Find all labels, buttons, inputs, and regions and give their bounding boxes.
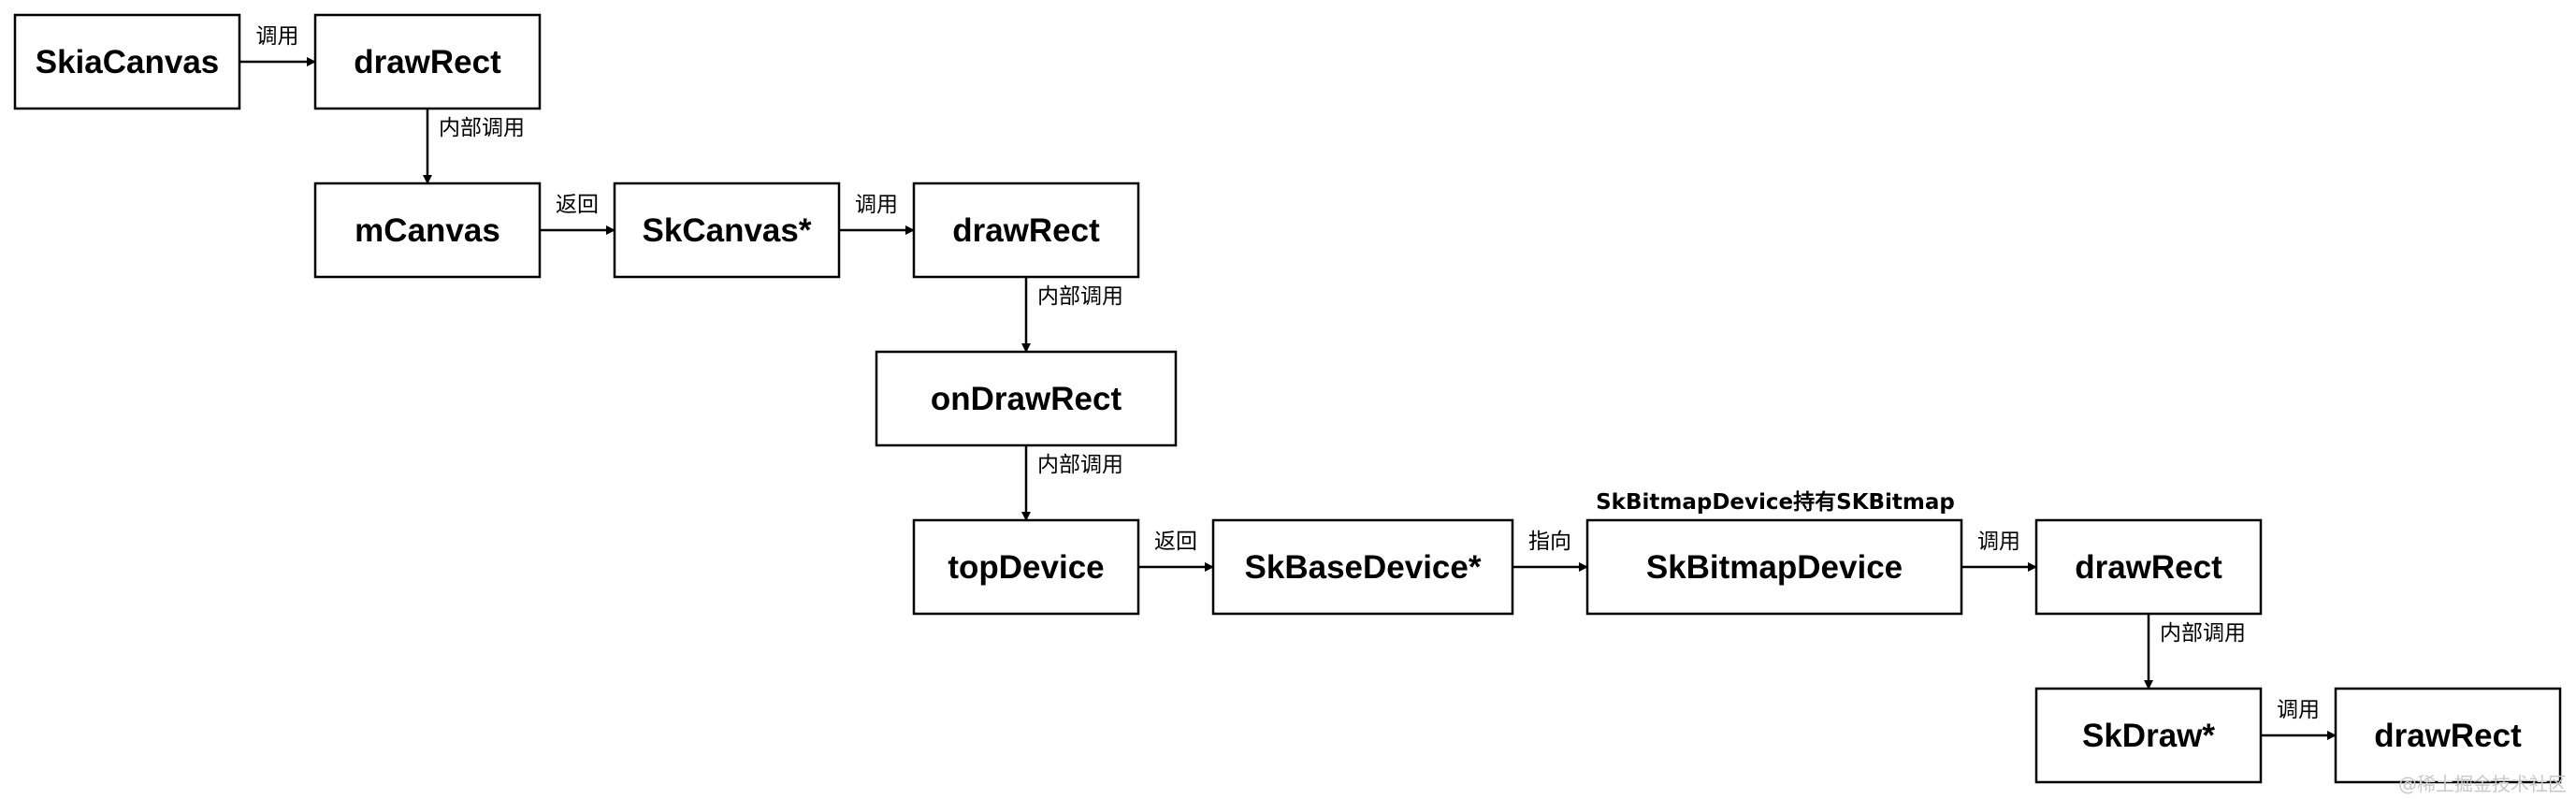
node-drawrect-1: drawRect: [313, 13, 542, 110]
edge-label: 调用: [1977, 530, 2020, 554]
node-label: onDrawRect: [931, 381, 1122, 417]
node-drawrect-4: drawRect: [2334, 687, 2562, 784]
node-drawrect-3: drawRect: [2034, 518, 2263, 616]
edge-skbitmapdevice-to-drawrect-3: 调用: [1961, 530, 2037, 572]
node-skbasedevice: SkBaseDevice*: [1211, 518, 1514, 616]
edges-layer: 调用内部调用返回调用内部调用内部调用返回指向调用内部调用调用: [239, 24, 2337, 740]
watermark-text: @稀土掘金技术社区: [2398, 773, 2567, 795]
edge-ondrawrect-to-topdevice: 内部调用: [1021, 445, 1123, 521]
node-box: [313, 182, 542, 279]
edge-topdevice-to-skbasedevice: 返回: [1138, 530, 1214, 572]
node-label: SkBitmapDevice: [1646, 549, 1903, 586]
edge-skdraw-to-drawrect-4: 调用: [2261, 698, 2337, 740]
node-ondrawrect: onDrawRect: [875, 350, 1178, 447]
node-mcanvas: mCanvas: [313, 182, 542, 279]
node-box: [1585, 518, 1963, 616]
node-skcanvas: SkCanvas*: [613, 182, 841, 279]
node-skdraw: SkDraw*: [2034, 687, 2263, 784]
node-label: SkDraw*: [2082, 718, 2215, 754]
edge-skbasedevice-to-skbitmapdevice: 指向: [1512, 530, 1588, 572]
node-label: drawRect: [2075, 549, 2222, 586]
nodes-layer: SkiaCanvas drawRect mCanvas SkCanvas* drawRe…: [13, 13, 2562, 784]
node-box: [313, 13, 542, 110]
edge-drawrect-3-to-skdraw: 内部调用: [2144, 614, 2246, 690]
edge-drawrect-1-to-mcanvas: 内部调用: [423, 109, 525, 184]
edge-label: 返回: [1154, 530, 1197, 554]
node-skbitmapdevice: SkBitmapDevice: [1585, 518, 1963, 616]
node-topdevice: topDevice: [912, 518, 1140, 616]
node-skiacanvas: SkiaCanvas: [13, 13, 241, 110]
node-box: [2034, 687, 2263, 784]
edge-label: 调用: [256, 24, 299, 49]
edge-label: 调用: [855, 193, 898, 217]
node-box: [13, 13, 241, 110]
node-box: [1211, 518, 1514, 616]
edge-label: 内部调用: [439, 116, 525, 140]
edge-label: 内部调用: [2160, 621, 2246, 646]
node-label: SkCanvas*: [643, 212, 812, 249]
node-box: [875, 350, 1178, 447]
edge-skiacanvas-to-drawrect-1: 调用: [239, 24, 316, 66]
node-box: [2034, 518, 2263, 616]
node-label: topDevice: [948, 549, 1104, 586]
node-box: [2334, 687, 2562, 784]
edge-skcanvas-to-drawrect-2: 调用: [839, 193, 915, 235]
edge-label: 内部调用: [1037, 284, 1123, 309]
node-label: drawRect: [952, 212, 1100, 249]
node-box: [912, 182, 1140, 279]
node-drawrect-2: drawRect: [912, 182, 1140, 279]
edge-label: 指向: [1528, 530, 1571, 554]
node-box: [912, 518, 1140, 616]
node-label: SkBaseDevice*: [1245, 549, 1482, 586]
skbitmapdevice-annotation: SkBitmapDevice持有SKBitmap: [1596, 489, 1955, 515]
edge-label: 调用: [2277, 698, 2320, 722]
node-label: drawRect: [2374, 718, 2522, 754]
node-label: drawRect: [354, 44, 501, 80]
edge-drawrect-2-to-ondrawrect: 内部调用: [1021, 277, 1123, 353]
edge-label: 内部调用: [1037, 453, 1123, 477]
node-box: [613, 182, 841, 279]
edge-label: 返回: [556, 193, 599, 217]
node-label: mCanvas: [355, 212, 500, 249]
node-label: SkiaCanvas: [36, 44, 220, 80]
edge-mcanvas-to-skcanvas: 返回: [540, 193, 615, 235]
